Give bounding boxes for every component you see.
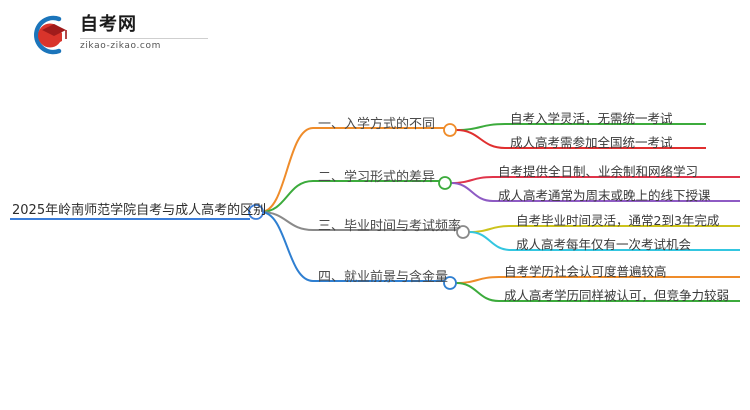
mindmap-edge [260,127,314,213]
leaf-label-2-1[interactable]: 自考提供全日制、业余制和网络学习 [498,164,699,179]
mindmap-nodes [248,123,470,290]
mindmap-edge [468,231,512,251]
branch-label-2[interactable]: 二、学习形式的差异 [318,170,436,185]
mindmap-edges [260,123,512,302]
branch-label-1[interactable]: 一、入学方式的不同 [318,117,436,132]
mindmap-underlines [10,123,740,302]
mindmap-edge [260,211,314,282]
branch-label-3[interactable]: 三、毕业时间与考试频率 [318,219,462,234]
branch-node-1[interactable] [443,123,457,137]
leaf-label-1-1[interactable]: 自考入学灵活，无需统一考试 [510,111,673,126]
logo-divider [80,38,208,39]
mindmap-edge [260,211,314,231]
mindmap-edge [468,225,512,233]
logo-text: 自考网 zikao-zikao.com [80,14,208,51]
mindmap-edge [455,129,506,149]
mindmap-edge [455,276,500,284]
leaf-label-4-1[interactable]: 自考学历社会认可度普遍较高 [504,264,667,279]
branch-label-4[interactable]: 四、就业前景与含金量 [318,270,449,285]
leaf-label-1-2[interactable]: 成人高考需参加全国统一考试 [510,135,673,150]
leaf-label-2-2[interactable]: 成人高考通常为周末或晚上的线下授课 [498,188,711,203]
leaf-label-3-2[interactable]: 成人高考每年仅有一次考试机会 [516,237,692,252]
logo-subtitle: zikao-zikao.com [80,41,161,51]
mindmap-edge [455,123,506,131]
branch-node-3[interactable] [456,225,470,239]
root-node[interactable] [248,204,264,220]
mindmap-edge [450,176,494,184]
branch-node-4[interactable] [443,276,457,290]
logo-mark-icon [34,15,67,55]
logo-title: 自考网 [80,14,137,35]
mindmap-edge [450,182,494,202]
site-logo: 自考网 zikao-zikao.com [28,12,208,58]
mindmap-edge [455,282,500,302]
leaf-label-3-1[interactable]: 自考毕业时间灵活，通常2到3年完成 [516,213,720,228]
branch-node-2[interactable] [438,176,452,190]
root-node-label[interactable]: 2025年岭南师范学院自考与成人高考的区别 [12,203,267,218]
leaf-label-4-2[interactable]: 成人高考学历同样被认可，但竞争力较弱 [504,288,730,303]
mindmap-edge [260,180,314,213]
